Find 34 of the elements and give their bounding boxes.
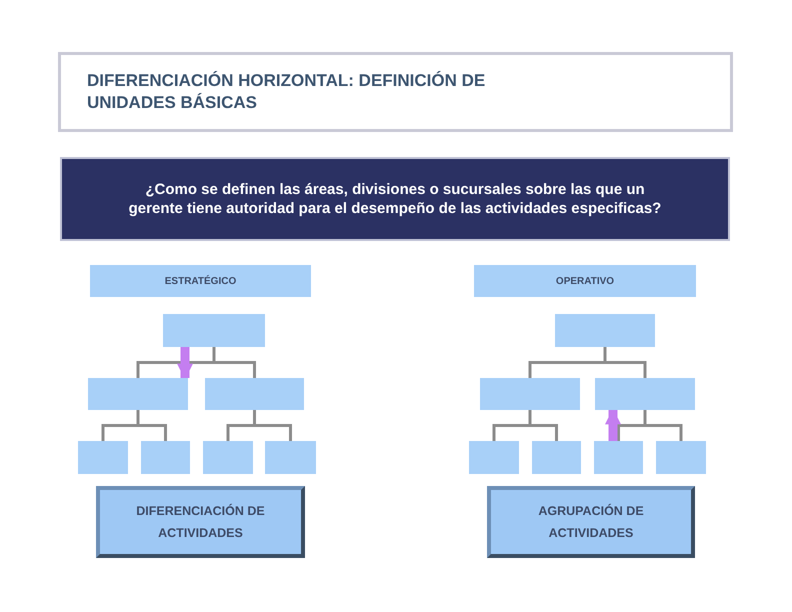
level-label: ESTRATÉGICO bbox=[164, 274, 236, 288]
connector-line bbox=[136, 410, 167, 441]
connector-line bbox=[212, 347, 256, 378]
org-chart-box bbox=[203, 441, 253, 474]
result-box bbox=[96, 486, 305, 558]
connector-line bbox=[644, 410, 682, 441]
org-chart-box bbox=[205, 378, 304, 410]
connector-line bbox=[253, 410, 292, 441]
result-label: DIFERENCIACIÓN DE ACTIVIDADES bbox=[135, 502, 266, 542]
org-chart-box bbox=[532, 441, 581, 474]
org-chart-box bbox=[265, 441, 316, 474]
org-chart-box bbox=[163, 314, 265, 347]
level-label: OPERATIVO bbox=[556, 274, 614, 288]
question-box bbox=[60, 157, 730, 241]
org-chart-box bbox=[88, 378, 188, 410]
org-chart-box bbox=[469, 441, 519, 474]
org-chart-box bbox=[480, 378, 580, 410]
org-chart-box bbox=[595, 378, 695, 410]
arrow bbox=[605, 408, 621, 441]
org-chart-box bbox=[594, 441, 643, 474]
org-chart-box bbox=[141, 441, 190, 474]
org-chart-box bbox=[555, 314, 655, 347]
level-box bbox=[474, 265, 696, 297]
connector-line bbox=[528, 410, 558, 441]
level-box bbox=[90, 265, 311, 297]
connector-line bbox=[604, 347, 646, 378]
title-box bbox=[58, 52, 733, 132]
org-chart-box bbox=[78, 441, 128, 474]
arrow bbox=[177, 347, 193, 380]
org-chart-box bbox=[656, 441, 706, 474]
title-text: DIFERENCIACIÓN HORIZONTAL: DEFINICIÓN DE UNIDADES BÁSICAS bbox=[87, 70, 486, 114]
result-label: AGRUPACIÓN DE ACTIVIDADES bbox=[537, 502, 645, 542]
question-text: ¿Como se definen las áreas, divisiones o sucursales sobre las que un gerente tiene autoridad para el desempeño de las actividades especificas? bbox=[128, 180, 662, 218]
result-box bbox=[487, 486, 695, 558]
